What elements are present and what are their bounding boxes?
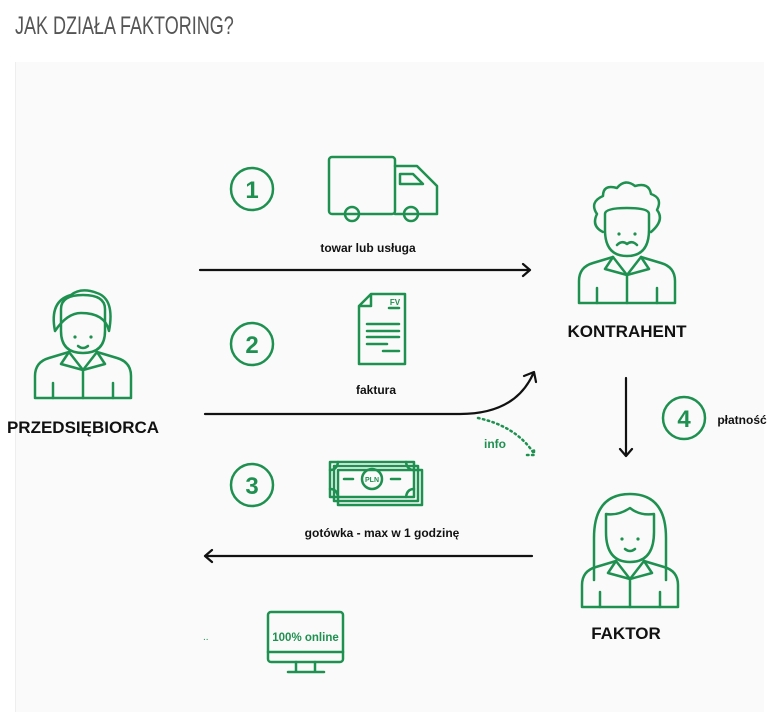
counterparty-label: KONTRAHENT	[568, 322, 688, 341]
banknote-pln-text: PLN	[365, 477, 379, 484]
online-dots: ..	[203, 632, 209, 643]
arrow-cash	[203, 548, 534, 564]
arrow-invoice	[203, 370, 538, 416]
online-label: 100% online	[272, 632, 338, 644]
entrepreneur-label: PRZEDSIĘBIORCA	[7, 418, 159, 437]
step-2-badge: 2	[229, 321, 275, 367]
step-1-badge: 1	[229, 166, 275, 212]
step-3-label: gotówka - max w 1 godzinę	[305, 526, 460, 540]
step-4-number: 4	[677, 406, 691, 433]
step-1-number: 1	[245, 177, 258, 204]
truck-icon	[327, 155, 439, 223]
step-3-badge: 3	[229, 462, 275, 508]
monitor-icon: 100% online	[266, 610, 345, 674]
step-1-label: towar lub usługa	[320, 241, 416, 255]
counterparty-avatar	[577, 181, 677, 305]
invoice-icon: FV	[357, 292, 407, 366]
step-4-badge: 4	[661, 395, 707, 441]
entrepreneur-avatar	[33, 289, 133, 400]
page-title: JAK DZIAŁA FAKTORING?	[15, 12, 234, 40]
banknotes-icon: PLN	[328, 460, 424, 507]
arrow-payment	[618, 376, 634, 458]
factor-label: FAKTOR	[591, 624, 661, 643]
factor-avatar	[580, 492, 680, 609]
step-4-label: płatność	[717, 413, 767, 427]
step-3-number: 3	[245, 473, 258, 500]
step-2-number: 2	[245, 332, 258, 359]
step-2-label: faktura	[356, 383, 396, 397]
arrow-goods	[198, 262, 532, 278]
diagram-panel	[15, 62, 764, 712]
info-label: info	[484, 437, 506, 451]
info-dotted-arrow	[476, 416, 536, 457]
invoice-fv-text: FV	[390, 298, 401, 307]
